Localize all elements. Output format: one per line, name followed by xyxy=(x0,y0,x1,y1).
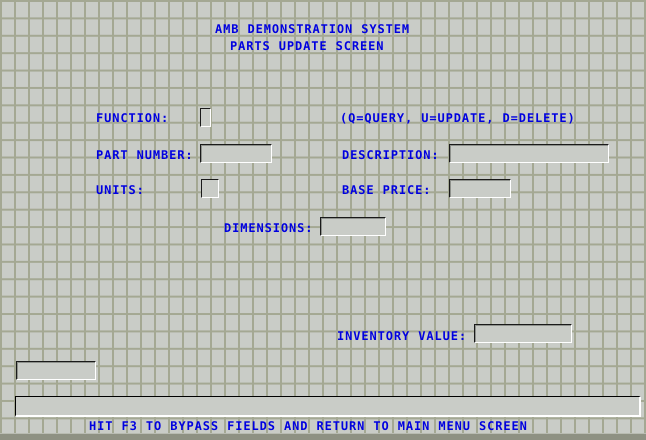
units-label: UNITS: xyxy=(96,183,145,197)
footer-instruction: HIT F3 TO BYPASS FIELDS AND RETURN TO MA… xyxy=(89,419,528,433)
page-title-line-1: AMB DEMONSTRATION SYSTEM xyxy=(215,22,410,36)
bottom-bar xyxy=(0,433,646,440)
inventory-value-label: INVENTORY VALUE: xyxy=(337,329,467,343)
description-input[interactable] xyxy=(449,144,609,163)
inventory-value-input[interactable] xyxy=(474,324,572,343)
description-label: DESCRIPTION: xyxy=(342,148,440,162)
part-number-input[interactable] xyxy=(200,144,272,163)
part-number-label: PART NUMBER: xyxy=(96,148,194,162)
dimensions-label: DIMENSIONS: xyxy=(224,221,314,235)
page-title-line-2: PARTS UPDATE SCREEN xyxy=(230,39,385,53)
units-input[interactable] xyxy=(201,179,219,198)
function-label: FUNCTION: xyxy=(96,111,170,125)
status-message-field[interactable] xyxy=(15,396,641,417)
function-hint: (Q=QUERY, U=UPDATE, D=DELETE) xyxy=(340,111,576,125)
function-input[interactable] xyxy=(200,108,211,127)
base-price-label: BASE PRICE: xyxy=(342,183,432,197)
scratch-input[interactable] xyxy=(16,361,96,380)
base-price-input[interactable] xyxy=(449,179,511,198)
dimensions-input[interactable] xyxy=(320,217,386,236)
